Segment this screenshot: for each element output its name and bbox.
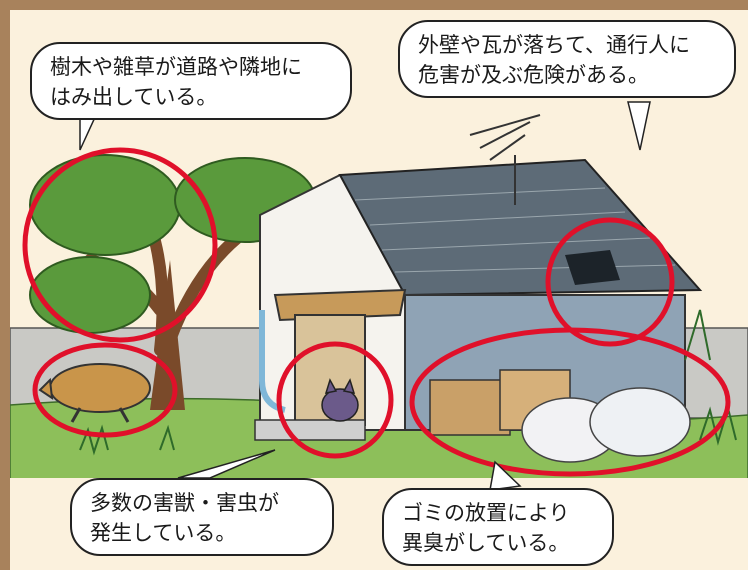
cat-icon [321,378,359,422]
roof-callout-line2: 危害が及ぶ危険がある。 [418,63,649,87]
roof-highlight-circle [545,217,675,347]
abandoned-house-scene [10,101,748,570]
pests-callout: 多数の害獣・害虫が 発生している。 [70,478,334,556]
weeds [79,309,737,456]
boar-highlight-circle [32,342,178,438]
trash-callout-line1: ゴミの放置により [402,501,570,525]
trees-callout: 樹木や雑草が道路や隣地に はみ出している。 [30,42,352,120]
roof-callout: 外壁や瓦が落ちて、通行人に 危害が及ぶ危険がある。 [398,20,736,98]
entrance-step [254,419,366,441]
roof-callout-tail [627,101,651,151]
trash-bag-icon [521,387,691,463]
trash-callout-line2: 異臭がしている。 [402,531,570,555]
missing-tiles [565,250,620,285]
illustration-panel: 樹木や雑草が道路や隣地に はみ出している。 外壁や瓦が落ちて、通行人に 危害が及… [10,10,748,570]
cat-highlight-circle [276,341,394,459]
roof-tiles [354,187,676,273]
garbage-highlight-circle [409,327,731,477]
boar-icon [38,363,151,423]
pests-callout-line1: 多数の害獣・害虫が [90,491,279,515]
roof-callout-line1: 外壁や瓦が落ちて、通行人に [418,33,690,57]
porch-roof [273,288,407,322]
trees-callout-line1: 樹木や雑草が道路や隣地に [50,55,302,79]
house-roof [338,158,703,297]
trash-callout: ゴミの放置により 異臭がしている。 [382,488,614,566]
pests-callout-line2: 発生している。 [90,521,237,545]
tree-highlight-circle [22,147,218,343]
tree-base [150,260,185,410]
highlight-circles [22,147,731,477]
tv-antenna-icon [469,114,541,205]
trees-callout-line2: はみ出している。 [50,85,218,109]
